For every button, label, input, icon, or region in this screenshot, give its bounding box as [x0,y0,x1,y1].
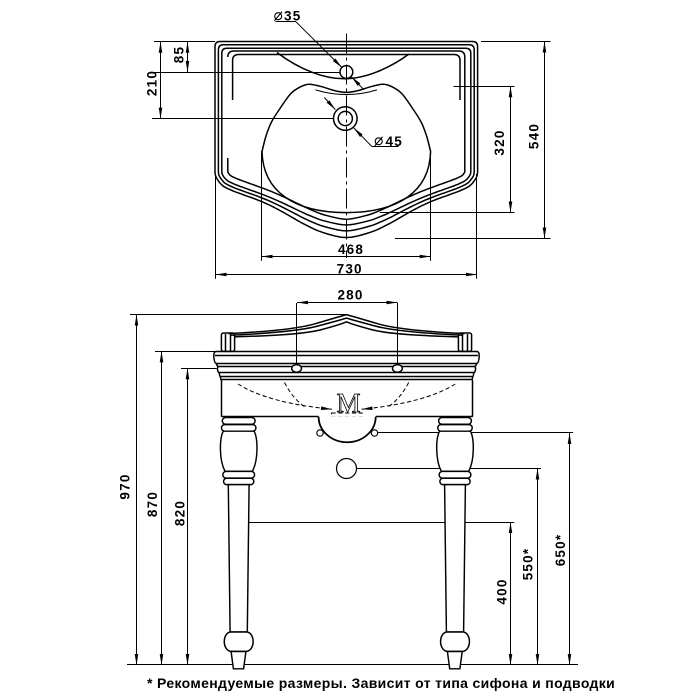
svg-text:870: 870 [145,491,160,517]
svg-text:400: 400 [495,578,510,604]
svg-text:730: 730 [337,261,363,276]
svg-text:210: 210 [144,70,159,96]
svg-text:35: 35 [284,9,301,24]
svg-text:320: 320 [492,129,507,155]
svg-text:820: 820 [172,500,187,526]
svg-text:970: 970 [117,473,132,499]
svg-text:280: 280 [337,288,363,303]
svg-text:85: 85 [171,46,186,63]
svg-text:M: M [336,388,360,418]
svg-text:650*: 650* [553,534,568,567]
svg-text:45: 45 [386,134,403,149]
svg-text:* Рекомендуемые размеры. Завис: * Рекомендуемые размеры. Зависит от типа… [147,675,615,691]
svg-text:468: 468 [338,242,364,257]
svg-text:540: 540 [527,123,542,149]
svg-text:550*: 550* [521,548,536,581]
